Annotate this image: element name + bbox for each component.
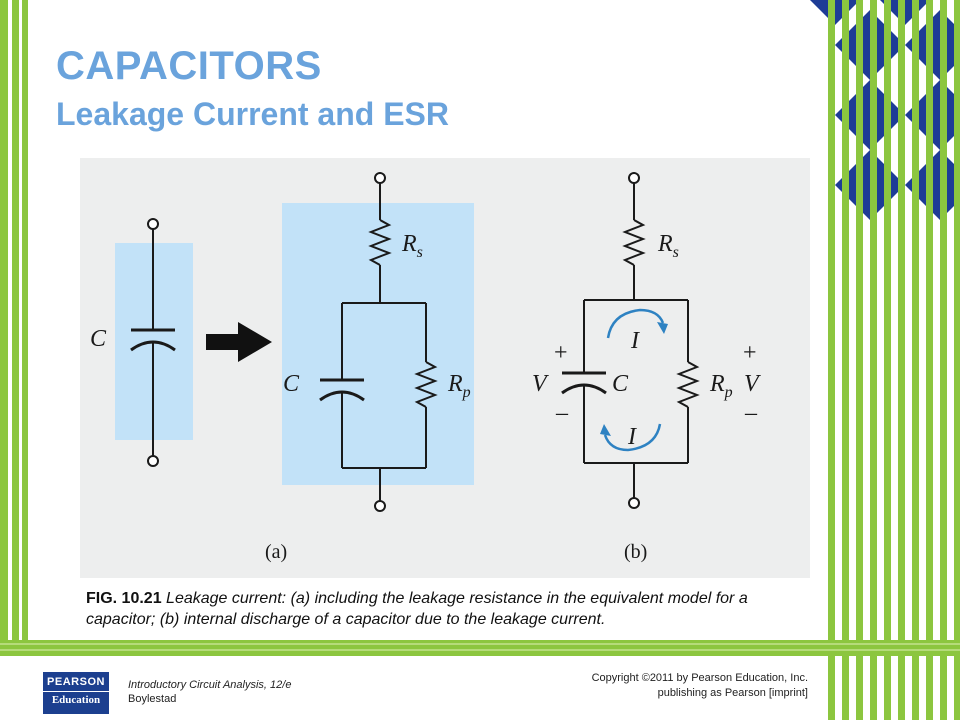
panel-a-label: (a) [265, 541, 287, 563]
footer-copyright: Copyright ©2011 by Pearson Education, In… [592, 671, 808, 701]
footer-publishing-line: publishing as Pearson [imprint] [657, 687, 808, 699]
slide-subtitle: Leakage Current and ESR [56, 96, 449, 132]
logo-divider [43, 691, 109, 692]
logo-line1: PEARSON [47, 676, 105, 688]
current-arrow-head-icon [657, 322, 668, 334]
label-current-top: I [630, 328, 640, 354]
label-rp-a: Rp [447, 371, 471, 401]
bottom-band [0, 640, 960, 656]
label-voltage-right: V [744, 371, 761, 397]
leakage-current-arrows [603, 308, 665, 452]
label-rs-b: Rs [657, 231, 679, 261]
caption-number: FIG. 10.21 [86, 590, 162, 607]
caption-text: Leakage current: (a) including the leaka… [86, 590, 748, 628]
footer-book: Introductory Circuit Analysis, 12/e [128, 679, 292, 691]
figure-caption: FIG. 10.21 Leakage current: (a) includin… [86, 588, 806, 630]
pearson-logo: PEARSON Education [43, 672, 109, 714]
footer-author: Boylestad [128, 693, 177, 705]
current-arrow-head-icon [600, 424, 611, 436]
logo-line2: Education [51, 694, 101, 706]
label-rs-a: Rs [401, 231, 423, 261]
green-left-accents [0, 0, 28, 640]
plus-sign-right: + [743, 340, 757, 366]
minus-sign-left: – [555, 400, 569, 426]
label-current-bottom: I [627, 424, 637, 450]
panel-b-label: (b) [624, 541, 647, 563]
slide-title: CAPACITORS [56, 44, 322, 88]
footer-book-info: Introductory Circuit Analysis, 12/e Boyl… [128, 678, 291, 706]
transform-arrow-icon [206, 322, 272, 362]
plus-sign-left: + [554, 340, 568, 366]
label-voltage-left: V [532, 371, 549, 397]
green-stripes [828, 0, 960, 720]
minus-sign-right: – [744, 400, 758, 426]
label-c-simple: C [90, 326, 107, 352]
circuit-figure: C Rs C Rp Rs C Rp I I V V + + – – (a) (b… [80, 158, 810, 578]
label-c-a: C [283, 371, 300, 397]
footer-copyright-line: Copyright ©2011 by Pearson Education, In… [591, 672, 808, 684]
label-rp-b: Rp [709, 371, 733, 401]
terminal-top-left [147, 218, 159, 230]
model-highlight [282, 203, 474, 485]
label-c-b: C [612, 371, 629, 397]
circuit-diagram: C Rs C Rp Rs C Rp I I V V + + – – (a) (b… [90, 172, 761, 563]
terminal-bottom-left [147, 455, 159, 467]
